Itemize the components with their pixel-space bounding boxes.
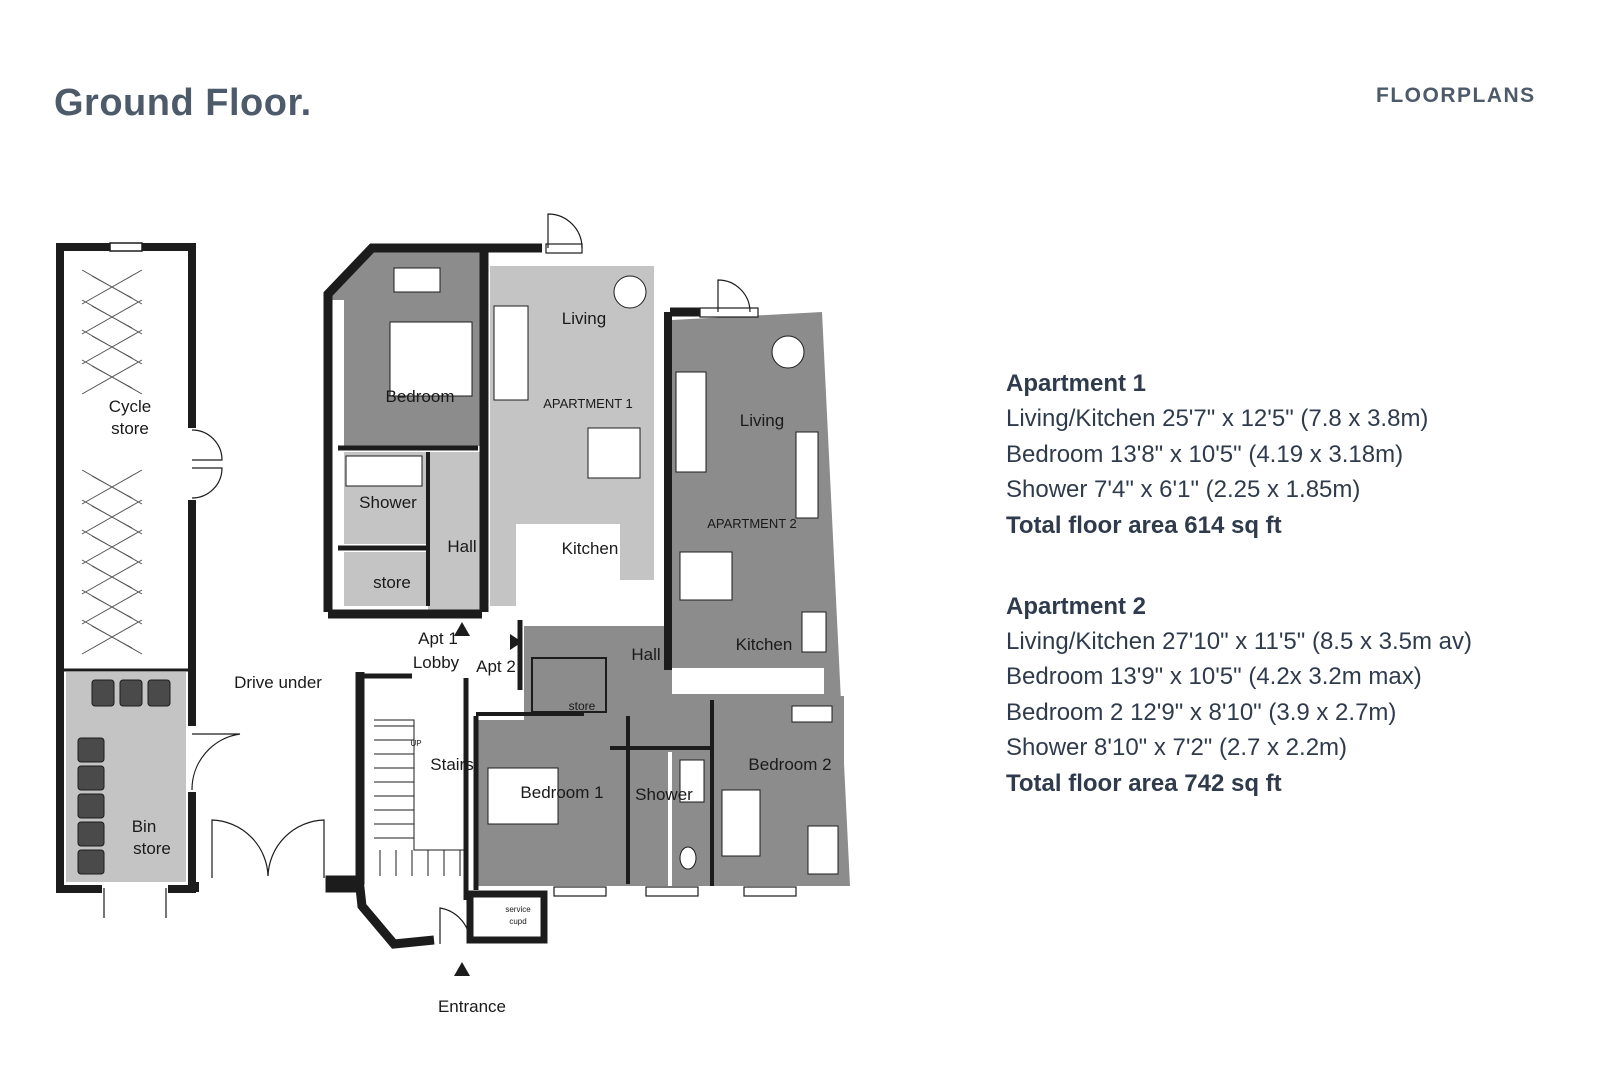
apartment-1-room: Living/Kitchen 25'7" x 12'5" (7.8 x 3.8m… (1006, 405, 1429, 432)
apartment-2-room: Shower 8'10" x 7'2" (2.7 x 2.2m) (1006, 734, 1348, 761)
bicycle-icon (81, 359, 143, 395)
bicycle-icon (81, 499, 143, 535)
label-apt1-living: Living (562, 309, 606, 328)
bicycle-icon (81, 589, 143, 625)
label-apartment-1: APARTMENT 1 (543, 396, 633, 411)
label-apartment-2: APARTMENT 2 (707, 516, 797, 531)
label-lobby-apt1: Apt 1 (418, 629, 458, 648)
cycle-bin-store-block (56, 242, 241, 918)
floor-plan: Cycle store Bin store Drive under Bedroo… (56, 213, 850, 1016)
label-apt2-shower: Shower (635, 785, 693, 804)
label-apt1-store: store (373, 573, 411, 592)
bicycle-icon (81, 529, 143, 565)
label-lobby-apt2: Apt 2 (476, 657, 516, 676)
label-stairs-up: UP (410, 739, 421, 748)
label-service-cupd-1: service (505, 905, 531, 914)
label-apt1-shower: Shower (359, 493, 417, 512)
label-lobby: Lobby (413, 653, 460, 672)
label-stairs: Stairs (430, 755, 473, 774)
apartment-1-total: Total floor area 614 sq ft (1006, 511, 1282, 539)
label-apt2-hall: Hall (631, 645, 660, 664)
label-apt1-kitchen: Kitchen (562, 539, 619, 558)
apartment-1-room: Bedroom 13'8" x 10'5" (4.19 x 3.18m) (1006, 440, 1404, 468)
apartment-1-room: Shower 7'4" x 6'1" (2.25 x 1.85m) (1006, 476, 1361, 503)
walls (193, 243, 714, 949)
apartment-2-specs: Apartment 2 Living/Kitchen 27'10" x 11'5… (1006, 589, 1586, 801)
label-apt1-hall: Hall (447, 537, 476, 556)
label-apt2-living: Living (740, 411, 784, 430)
label-cycle-store-1: Cycle (109, 397, 152, 416)
exterior-doors (439, 213, 751, 944)
apartment-1-heading: Apartment 1 (1006, 370, 1147, 397)
windows (545, 243, 797, 897)
label-bin-store-1: Bin (132, 817, 157, 836)
label-bin-store-2: store (133, 839, 171, 858)
bicycle-icon (81, 299, 143, 335)
bicycle-racks (81, 269, 143, 655)
entry-arrows (454, 622, 522, 976)
label-drive-under: Drive under (234, 673, 322, 692)
stair-rail (374, 719, 466, 851)
bicycle-icon (81, 269, 143, 305)
label-apt2-bedroom1: Bedroom 1 (520, 783, 603, 802)
apartment-specs: Apartment 1 Living/Kitchen 25'7" x 12'5"… (1006, 366, 1586, 847)
section-label: FLOORPLANS (1376, 84, 1536, 107)
stair-treads (374, 719, 466, 876)
apartment-2-room: Bedroom 2 12'9" x 8'10" (3.9 x 2.7m) (1006, 698, 1397, 726)
label-apt2-store: store (569, 699, 596, 713)
label-entrance: Entrance (438, 997, 506, 1016)
apartment-2-room: Living/Kitchen 27'10" x 11'5" (8.5 x 3.5… (1006, 627, 1473, 655)
label-apt2-kitchen: Kitchen (736, 635, 793, 654)
label-service-cupd-2: cupd (509, 917, 526, 926)
label-apt2-bedroom2: Bedroom 2 (748, 755, 831, 774)
drive-under-doors (211, 819, 325, 878)
apartment-1-specs: Apartment 1 Living/Kitchen 25'7" x 12'5"… (1006, 366, 1586, 543)
apartment-2-room: Bedroom 13'9" x 10'5" (4.2x 3.2m max) (1006, 663, 1422, 690)
main-building (328, 250, 850, 886)
label-cycle-store-2: store (111, 419, 149, 438)
bicycle-icon (81, 329, 143, 365)
bicycle-icon (81, 469, 143, 505)
bicycle-icon (81, 559, 143, 595)
bicycle-icon (81, 619, 143, 655)
page-title: Ground Floor. (54, 82, 312, 124)
apartment-2-heading: Apartment 2 (1006, 592, 1147, 620)
label-apt1-bedroom: Bedroom (386, 387, 455, 406)
apartment-2-total: Total floor area 742 sq ft (1006, 769, 1282, 797)
